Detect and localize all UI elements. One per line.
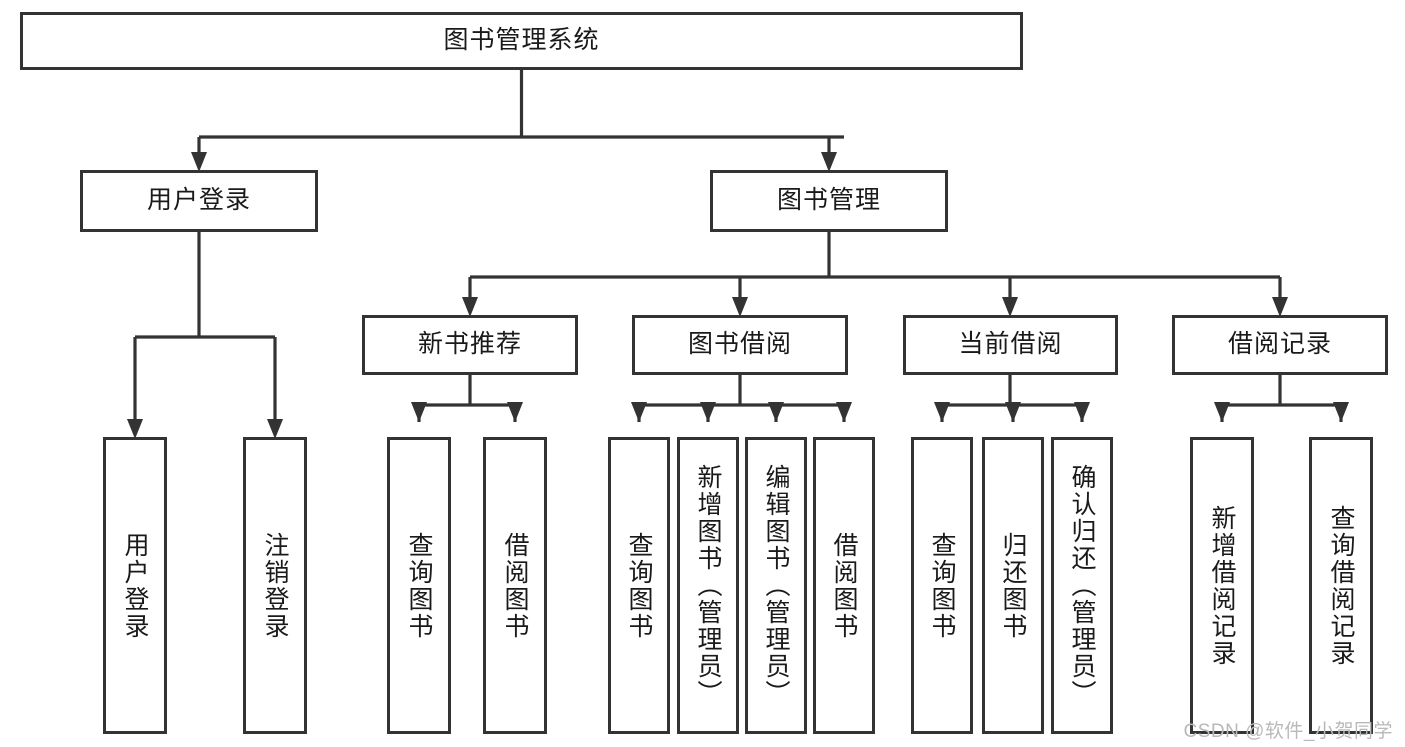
arrowhead-leaf-user-login <box>127 419 143 439</box>
node-book-manage[interactable]: 图书管理 <box>710 170 948 232</box>
node-leaf-query-record-label: 查询借阅记录 <box>1327 504 1355 667</box>
node-book-borrow[interactable]: 图书借阅 <box>632 315 848 375</box>
node-leaf-query-book-cur-label: 查询图书 <box>928 531 956 640</box>
node-leaf-query-book-borrow[interactable]: 查询图书 <box>608 437 670 734</box>
node-leaf-edit-book[interactable]: 编辑图书（管理员） <box>745 437 807 734</box>
arrowhead-query-book-cur <box>934 402 950 422</box>
node-leaf-borrow-book-label: 借阅图书 <box>830 531 858 640</box>
arrowhead-confirm-return <box>1074 402 1090 422</box>
node-leaf-add-book[interactable]: 新增图书（管理员） <box>677 437 739 734</box>
node-borrow-record-label: 借阅记录 <box>1227 330 1332 359</box>
arrowhead-new-book-recommend <box>462 297 478 317</box>
node-root[interactable]: 图书管理系统 <box>20 12 1023 70</box>
node-leaf-user-login[interactable]: 用户登录 <box>103 437 167 734</box>
node-leaf-add-record-label: 新增借阅记录 <box>1208 504 1236 667</box>
node-user-login[interactable]: 用户登录 <box>80 170 318 232</box>
node-leaf-confirm-return-label: 确认归还（管理员） <box>1068 464 1096 707</box>
arrowhead-borrow-book-rec <box>507 402 523 422</box>
csdn-watermark: CSDN @软件_小贺同学 <box>1183 721 1393 742</box>
node-user-login-label: 用户登录 <box>146 186 251 215</box>
node-leaf-edit-book-label: 编辑图书（管理员） <box>762 464 790 707</box>
arrowhead-add-book <box>700 402 716 422</box>
node-root-label: 图书管理系统 <box>443 26 600 55</box>
node-new-book-recommend-label: 新书推荐 <box>417 330 522 359</box>
node-leaf-return-book-label: 归还图书 <box>999 531 1027 640</box>
arrowhead-current-borrow <box>1002 297 1018 317</box>
arrowhead-return-book <box>1005 402 1021 422</box>
node-current-borrow[interactable]: 当前借阅 <box>903 315 1118 375</box>
node-book-borrow-label: 图书借阅 <box>687 330 792 359</box>
node-leaf-borrow-book-rec[interactable]: 借阅图书 <box>483 437 547 734</box>
node-leaf-user-login-label: 用户登录 <box>121 531 149 640</box>
node-leaf-query-record[interactable]: 查询借阅记录 <box>1309 437 1373 734</box>
arrowhead-query-book-rec <box>411 402 427 422</box>
node-leaf-add-book-label: 新增图书（管理员） <box>694 464 722 707</box>
node-new-book-recommend[interactable]: 新书推荐 <box>362 315 578 375</box>
node-leaf-query-book-borrow-label: 查询图书 <box>625 531 653 640</box>
node-current-borrow-label: 当前借阅 <box>958 330 1063 359</box>
node-leaf-user-logout[interactable]: 注销登录 <box>243 437 307 734</box>
arrowhead-borrow-book <box>836 402 852 422</box>
arrowhead-book-manage <box>821 152 837 172</box>
node-leaf-query-book-cur[interactable]: 查询图书 <box>911 437 973 734</box>
node-leaf-add-record[interactable]: 新增借阅记录 <box>1190 437 1254 734</box>
node-leaf-query-book-rec[interactable]: 查询图书 <box>387 437 451 734</box>
node-leaf-borrow-book[interactable]: 借阅图书 <box>813 437 875 734</box>
node-book-manage-label: 图书管理 <box>776 186 881 215</box>
node-leaf-return-book[interactable]: 归还图书 <box>982 437 1044 734</box>
node-leaf-borrow-book-rec-label: 借阅图书 <box>501 531 529 640</box>
arrowhead-edit-book <box>768 402 784 422</box>
arrowhead-query-record <box>1333 402 1349 422</box>
node-leaf-user-logout-label: 注销登录 <box>261 531 289 640</box>
node-leaf-query-book-rec-label: 查询图书 <box>405 531 433 640</box>
node-leaf-confirm-return[interactable]: 确认归还（管理员） <box>1051 437 1113 734</box>
arrowhead-query-book-borrow <box>631 402 647 422</box>
arrowhead-leaf-user-logout <box>267 419 283 439</box>
arrowhead-user-login <box>191 152 207 172</box>
arrowhead-borrow-record <box>1272 297 1288 317</box>
arrowhead-add-record <box>1214 402 1230 422</box>
node-borrow-record[interactable]: 借阅记录 <box>1172 315 1388 375</box>
arrowhead-book-borrow <box>732 297 748 317</box>
